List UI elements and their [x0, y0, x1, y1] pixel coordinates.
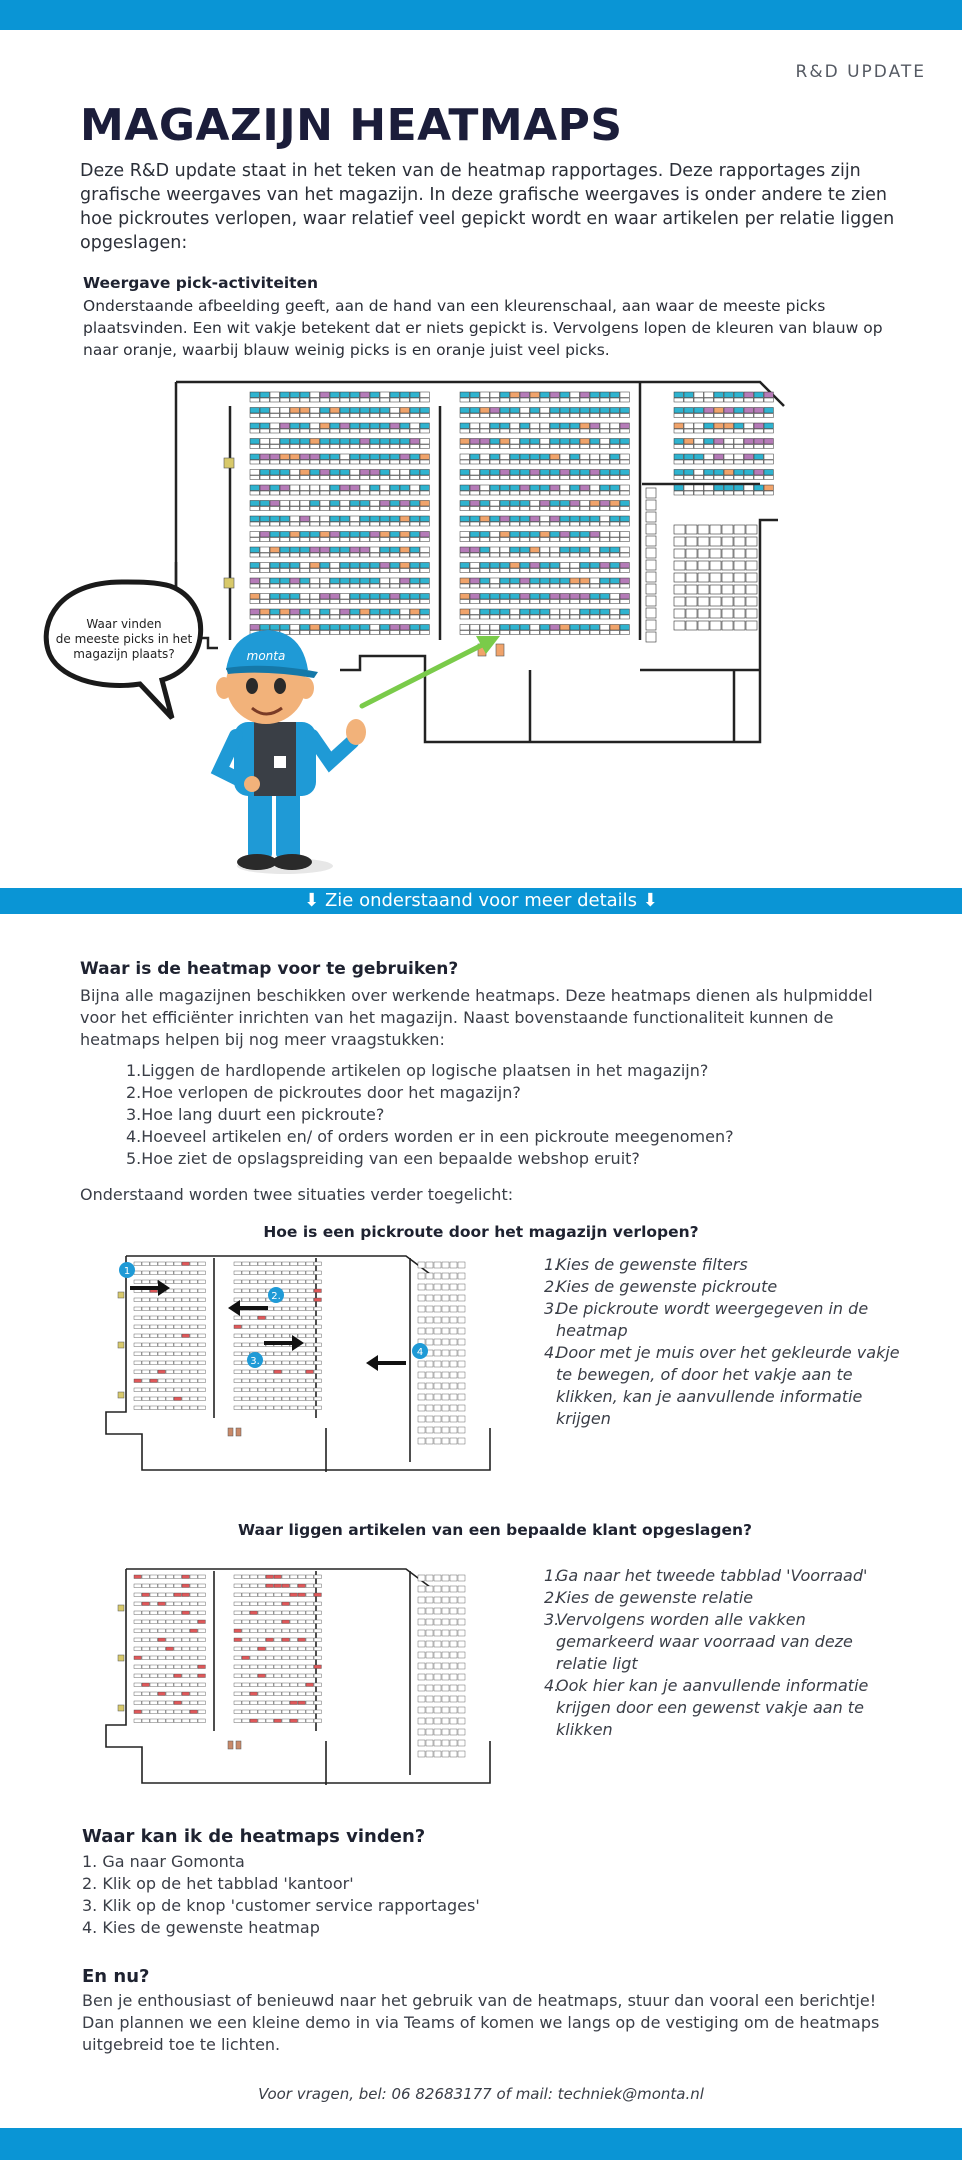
list-item: 2. Klik op de het tabblad 'kantoor'	[82, 1874, 354, 1893]
list-item: 1.Ga naar het tweede tabblad 'Voorraad'	[544, 1566, 868, 1585]
contact-footer: Voor vragen, bel: 06 82683177 of mail: t…	[258, 2085, 704, 2103]
list-item: 4. Kies de gewenste heatmap	[82, 1918, 320, 1937]
find-heading: Waar kan ik de heatmaps vinden?	[82, 1826, 426, 1847]
list-item: 1.Kies de gewenste filters	[544, 1255, 748, 1274]
list-item: 3.Vervolgens worden alle vakken gemarkee…	[544, 1610, 853, 1673]
list-item: 2.Kies de gewenste relatie	[544, 1588, 754, 1607]
list-item: 4.Ook hier kan je aanvullende informatie…	[544, 1676, 869, 1739]
route-marker-3: 3.	[247, 1352, 263, 1368]
svg-text:2.: 2.	[271, 1291, 281, 1302]
svg-text:monta: monta	[247, 649, 286, 663]
usage-text: Bijna alle magazijnen beschikken over we…	[80, 986, 873, 1049]
route-marker-4: 4	[412, 1343, 428, 1359]
details-banner: ⬇ Zie onderstaand voor meer details ⬇	[0, 888, 962, 914]
storage-steps: 1.Ga naar het tweede tabblad 'Voorraad' …	[544, 1565, 904, 1741]
bottom-bar	[0, 2128, 962, 2160]
storage-floorplan	[105, 1568, 491, 1785]
pointer-arrow	[359, 636, 500, 709]
list-item: 2.Hoe verlopen de pickroutes door het ma…	[126, 1083, 521, 1102]
route-steps: 1.Kies de gewenste filters 2.Kies de gew…	[544, 1254, 904, 1430]
warehouse-floorplan	[174, 380, 785, 744]
list-item: 3.De pickroute wordt weergegeven in de h…	[544, 1299, 869, 1340]
list-item: 1.Liggen de hardlopende artikelen op log…	[126, 1061, 709, 1080]
list-item: 1. Ga naar Gomonta	[82, 1852, 245, 1871]
list-item: 5.Hoe ziet de opslagspreiding van een be…	[126, 1149, 640, 1168]
top-bar	[0, 0, 962, 30]
svg-text:3.: 3.	[250, 1356, 260, 1367]
route-marker-2: 2.	[268, 1287, 284, 1303]
route-marker-1: 1	[119, 1262, 135, 1278]
next-text: Ben je enthousiast of benieuwd naar het …	[82, 1991, 880, 2054]
next-heading: En nu?	[82, 1966, 150, 1987]
intro-text: Deze R&D update staat in het teken van d…	[80, 161, 895, 253]
list-item: 2.Kies de gewenste pickroute	[544, 1277, 778, 1296]
section-tag: R&D UPDATE	[795, 62, 926, 82]
usage-outro: Onderstaand worden twee situaties verder…	[80, 1185, 514, 1204]
find-steps: 1. Ga naar Gomonta 2. Klik op de het tab…	[82, 1851, 480, 1939]
route-floorplan: 1 2. 3. 4	[105, 1255, 491, 1472]
route-heading: Hoe is een pickroute door het magazijn v…	[263, 1223, 699, 1241]
list-item: 3. Klik op de knop 'customer service rap…	[82, 1896, 480, 1915]
list-item: 4.Door met je muis over het gekleurde va…	[544, 1343, 900, 1428]
svg-text:4: 4	[417, 1347, 423, 1358]
list-item: 4.Hoeveel artikelen en/ of orders worden…	[126, 1127, 734, 1146]
storage-heading: Waar liggen artikelen van een bepaalde k…	[237, 1521, 753, 1539]
list-item: 3.Hoe lang duurt een pickroute?	[126, 1105, 385, 1124]
svg-text:1: 1	[124, 1266, 130, 1277]
page-title: MAGAZIJN HEATMAPS	[80, 100, 623, 151]
pick-text: Onderstaande afbeelding geeft, aan de ha…	[83, 297, 883, 359]
pick-heading: Weergave pick-activiteiten	[83, 274, 319, 292]
route-arrows	[130, 1280, 406, 1371]
question-list: 1.Liggen de hardlopende artikelen op log…	[126, 1060, 734, 1170]
mascot-figure: monta	[210, 630, 366, 874]
usage-heading: Waar is de heatmap voor te gebruiken?	[80, 959, 459, 979]
